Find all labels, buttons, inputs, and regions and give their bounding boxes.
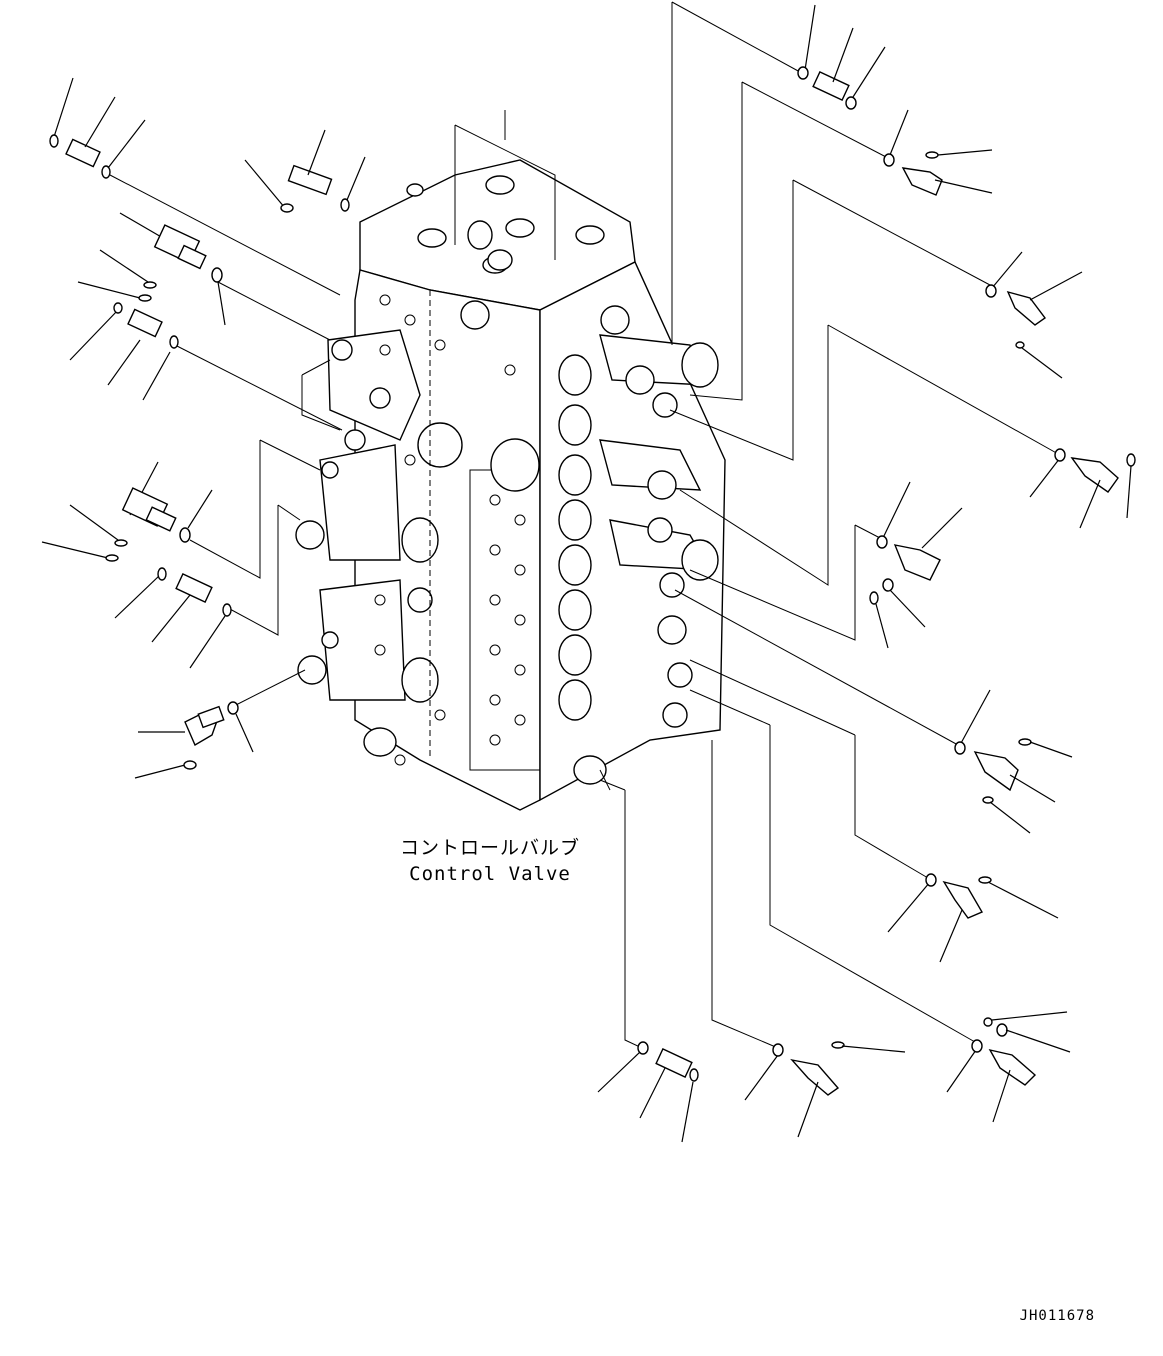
control-valve-body — [295, 159, 726, 811]
elbow-fitting-right-7 — [887, 873, 1059, 963]
solenoid-valve-top-left — [77, 212, 226, 326]
elbow-fitting-top-right-2 — [883, 109, 993, 196]
elbow-fitting-right-5 — [869, 481, 963, 649]
leader-lines — [109, 1, 1061, 1049]
tee-fitting-right-6 — [954, 689, 1073, 834]
straight-fitting-left-3 — [114, 567, 232, 669]
elbow-fitting-bottom-right — [946, 1011, 1071, 1123]
caption-english: Control Valve — [409, 863, 571, 885]
drawing-id: JH011678 — [1019, 1308, 1095, 1324]
straight-fitting-left-2 — [69, 302, 179, 401]
caption-japanese: コントロールバルブ — [399, 837, 580, 859]
left-side-fittings — [295, 249, 607, 785]
fitting-top-center-left — [244, 129, 366, 213]
elbow-fitting-lower-left — [134, 701, 254, 779]
fitting-top-right-1 — [797, 4, 886, 110]
straight-fitting-top-left — [49, 77, 146, 179]
caption-leader-line — [599, 769, 611, 791]
elbow-fitting-bottom-center — [744, 1041, 906, 1138]
spool-caps — [558, 305, 719, 728]
straight-fitting-bottom — [597, 1041, 699, 1143]
elbow-fitting-right-3 — [985, 251, 1083, 379]
elbow-fitting-right-4 — [1029, 448, 1136, 529]
solenoid-valve-left-middle — [41, 461, 213, 562]
bolt-holes — [374, 294, 526, 766]
